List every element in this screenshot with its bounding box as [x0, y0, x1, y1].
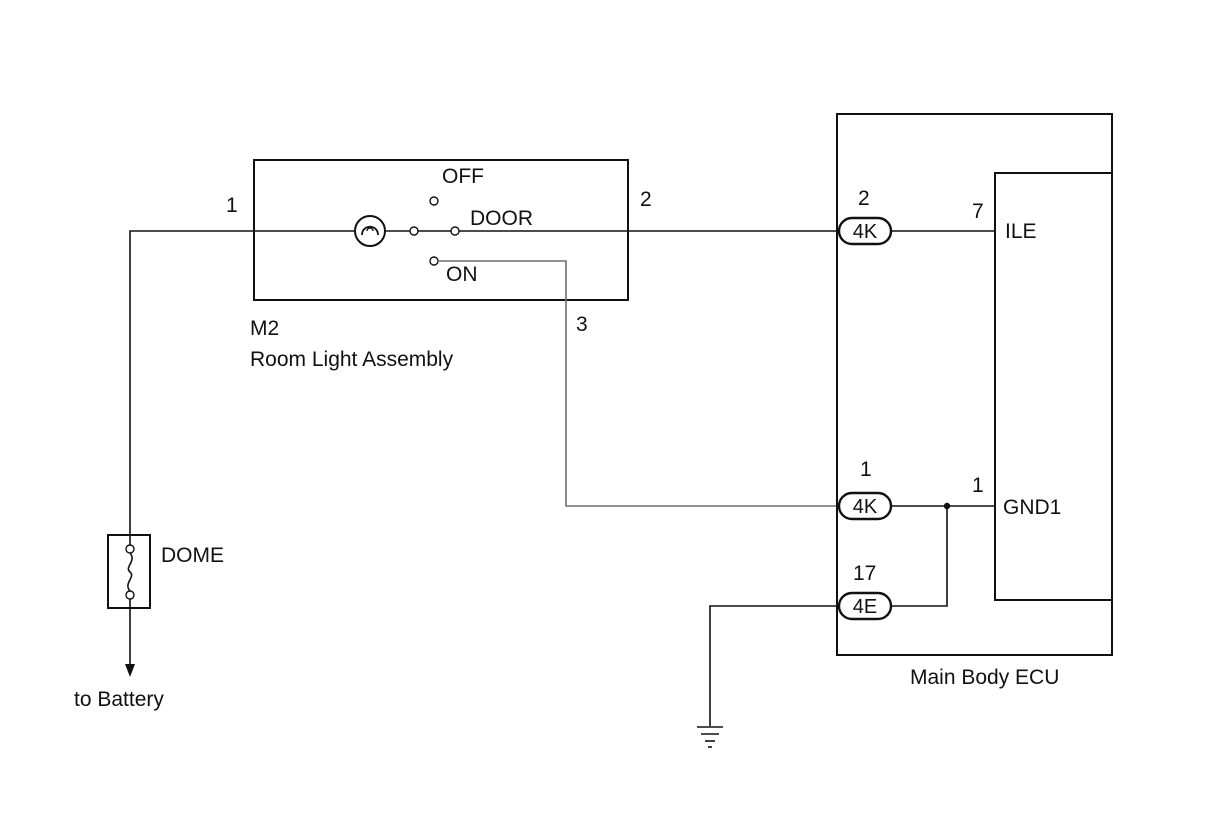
- ecu-inner-box: [994, 172, 1113, 601]
- ile-pin-label: 7: [972, 200, 984, 223]
- switch-on-label: ON: [446, 263, 478, 286]
- ile-terminal-label: ILE: [1005, 220, 1037, 243]
- ecu-name: Main Body ECU: [910, 666, 1059, 689]
- connector-4k-pin2-number: 2: [858, 187, 870, 210]
- wire-on-to-ground: [438, 260, 838, 507]
- pin-3-label: 3: [576, 313, 588, 336]
- main-body-ecu-box: [836, 113, 1113, 656]
- connector-4k-pin2-code: 4K: [853, 221, 878, 243]
- battery-label: to Battery: [74, 688, 164, 711]
- pin-2-label: 2: [640, 188, 652, 211]
- wire-splice-to-4e: [890, 506, 948, 607]
- ground-icon: [697, 726, 723, 748]
- door-switch-icon: [409, 196, 460, 266]
- lamp-icon: [354, 215, 386, 247]
- arrow-down-icon: [125, 664, 135, 677]
- connector-4e-pin17: 4E: [837, 591, 893, 621]
- gnd1-terminal-label: GND1: [1003, 496, 1061, 519]
- connector-4k-pin2: 4K: [837, 216, 893, 246]
- room-light-assembly-box: [253, 159, 629, 301]
- fuse-icon: [125, 544, 135, 600]
- room-light-name: Room Light Assembly: [250, 348, 454, 371]
- gnd1-pin-label: 1: [972, 474, 984, 497]
- wire-4e-to-ground: [709, 605, 838, 726]
- switch-door-label: DOOR: [470, 207, 533, 230]
- connector-4e-pin17-code: 4E: [853, 596, 877, 618]
- connector-4k-pin1: 4K: [837, 491, 893, 521]
- dome-fuse-box: [107, 534, 151, 609]
- connector-4k-pin1-number: 1: [860, 458, 872, 481]
- pin-1-label: 1: [226, 194, 238, 217]
- connector-4k-pin1-code: 4K: [853, 496, 878, 518]
- room-light-id: M2: [250, 317, 279, 340]
- wire-pin1-to-fuse: [129, 230, 358, 545]
- connector-4e-pin17-number: 17: [853, 562, 876, 585]
- fuse-label: DOME: [161, 544, 224, 567]
- switch-off-label: OFF: [442, 165, 484, 188]
